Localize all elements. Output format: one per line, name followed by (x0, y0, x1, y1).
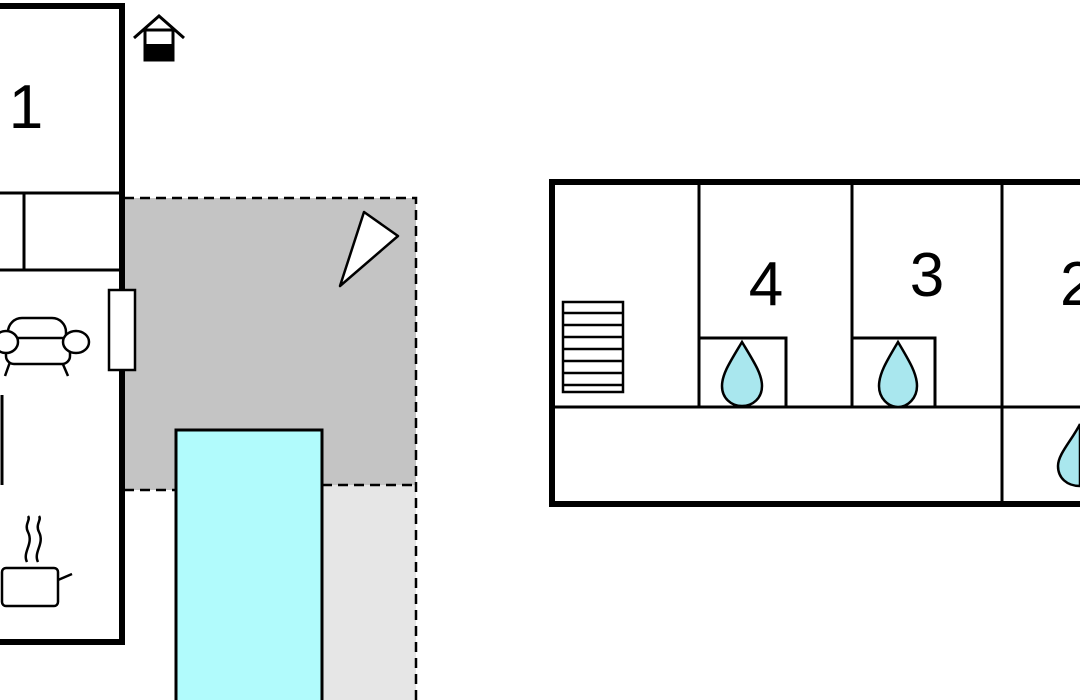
entrance-icon (133, 14, 185, 62)
room-label-1: 1 (9, 73, 43, 142)
shower-drop-icon (720, 339, 764, 408)
cooking-pot-icon (0, 515, 73, 608)
terrace-lower-area (322, 485, 416, 700)
stairs-icon (561, 300, 625, 394)
room-label-2: 2 (1060, 250, 1080, 319)
shower-drop-icon (1056, 423, 1080, 488)
north-arrow-icon (338, 210, 400, 288)
room-label-4: 4 (749, 250, 783, 319)
terrace-dashed-outline (124, 196, 418, 700)
swimming-pool (174, 428, 324, 700)
terrace-door (107, 288, 137, 372)
shower-drop-icon (877, 339, 919, 409)
upper-floor-outer-wall (549, 179, 1080, 507)
room-label-3: 3 (910, 241, 944, 310)
sofa-icon (0, 316, 91, 377)
